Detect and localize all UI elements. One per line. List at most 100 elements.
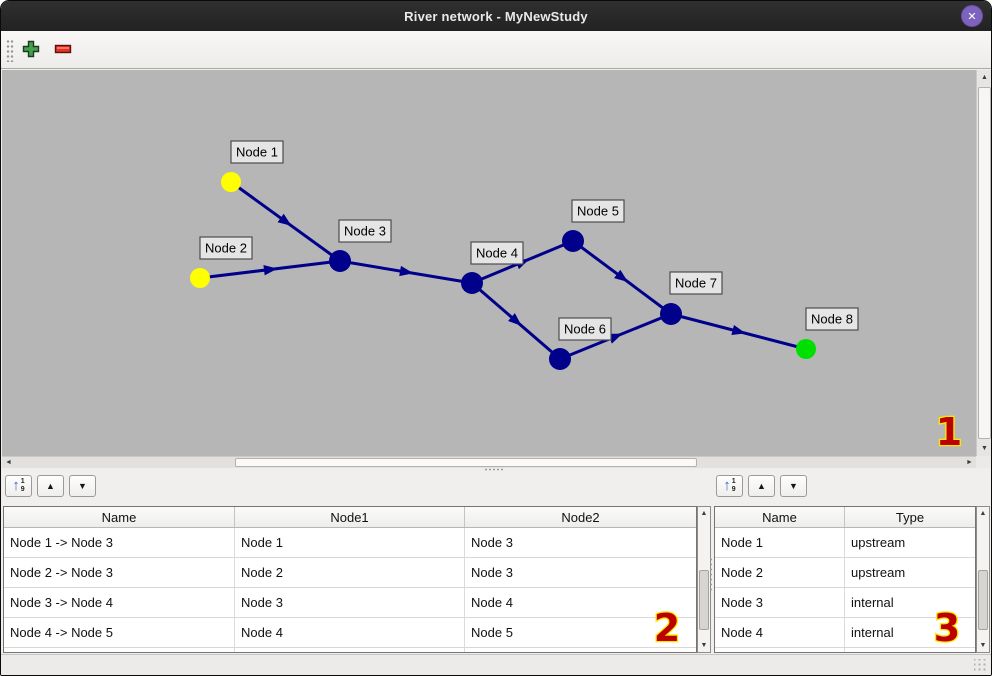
table-cell[interactable]: internal — [851, 595, 894, 610]
node-node-2[interactable] — [190, 268, 210, 288]
scroll-down-button[interactable]: ▼ — [977, 441, 991, 456]
column-header[interactable]: Node1 — [235, 507, 465, 527]
table-row[interactable]: Node 1 upstream — [715, 528, 975, 558]
label-box-node-8[interactable] — [805, 307, 859, 331]
label-text-node-5: Node 5 — [577, 204, 619, 219]
triangle-up-icon: ▲ — [757, 480, 766, 491]
table-cell[interactable]: Node 1 — [235, 528, 465, 557]
edge-node-5-to-node-7-arrow-icon — [614, 269, 629, 282]
node-node-1[interactable] — [221, 172, 241, 192]
table-row[interactable] — [715, 648, 975, 652]
table-cell[interactable]: upstream — [851, 565, 906, 580]
node-node-8[interactable] — [796, 339, 816, 359]
table-cell[interactable]: upstream — [851, 535, 906, 550]
title-bar[interactable]: River network - MyNewStudy ✕ — [1, 1, 991, 31]
scroll-down-button[interactable]: ▼ — [698, 639, 710, 652]
edges-move-down-button[interactable]: ▼ — [69, 475, 96, 497]
vertical-scroll-thumb[interactable] — [978, 87, 991, 439]
edge-node-1-to-node-3-arrow-icon — [277, 213, 292, 226]
table-row[interactable]: Node 3 internal — [715, 588, 975, 618]
column-header[interactable]: Node2 — [561, 509, 600, 525]
column-header[interactable]: Name — [4, 507, 235, 527]
scroll-up-button[interactable]: ▲ — [977, 507, 989, 520]
node-node-6[interactable] — [549, 348, 571, 370]
label-box-node-6[interactable] — [558, 317, 612, 341]
table-cell[interactable] — [845, 648, 975, 652]
table-cell[interactable]: internal — [851, 625, 894, 640]
table-cell[interactable] — [235, 648, 465, 652]
scroll-up-button[interactable]: ▲ — [698, 507, 710, 520]
scroll-right-button[interactable]: ► — [963, 457, 976, 468]
table-cell[interactable]: Node 4 -> Node 5 — [4, 618, 235, 647]
table-cell[interactable]: Node 4 — [471, 595, 513, 610]
label-box-node-5[interactable] — [571, 199, 625, 223]
table-cell[interactable]: Node 1 -> Node 3 — [4, 528, 235, 557]
node-node-7[interactable] — [660, 303, 682, 325]
edges-move-up-button[interactable]: ▲ — [37, 475, 64, 497]
label-text-node-2: Node 2 — [205, 241, 247, 256]
column-header[interactable]: Type — [895, 509, 925, 525]
label-box-node-4[interactable] — [470, 241, 524, 265]
label-box-node-7[interactable] — [669, 271, 723, 295]
table-cell[interactable]: Node 4 — [715, 618, 845, 647]
pane-splitter[interactable] — [1, 468, 991, 471]
scroll-left-button[interactable]: ◄ — [2, 457, 15, 468]
splitter-grip-icon — [484, 468, 504, 471]
close-button[interactable]: ✕ — [961, 5, 983, 27]
scroll-thumb[interactable] — [699, 570, 709, 630]
label-box-node-1[interactable] — [230, 140, 284, 164]
scroll-thumb[interactable] — [978, 570, 988, 630]
resize-grip[interactable] — [974, 659, 987, 672]
label-box-node-2[interactable] — [199, 236, 253, 260]
table-cell[interactable]: Node 3 — [471, 565, 513, 580]
table-cell[interactable] — [4, 648, 235, 652]
table-row[interactable]: Node 4 internal — [715, 618, 975, 648]
toolbar-drag-handle[interactable] — [6, 39, 14, 62]
canvas-horizontal-scrollbar[interactable]: ◄ ► — [2, 456, 976, 468]
node-node-5[interactable] — [562, 230, 584, 252]
plus-icon — [22, 40, 40, 58]
table-cell[interactable]: Node 2 — [235, 558, 465, 587]
node-node-4[interactable] — [461, 272, 483, 294]
canvas-vertical-scrollbar[interactable]: ▲ ▼ — [976, 70, 991, 456]
triangle-down-icon: ▼ — [981, 445, 988, 452]
edge-node-7-to-node-8-arrow-icon — [731, 324, 746, 336]
label-box-node-3[interactable] — [338, 219, 392, 243]
node-node-3[interactable] — [329, 250, 351, 272]
table-cell[interactable]: Node 2 -> Node 3 — [4, 558, 235, 587]
scroll-down-button[interactable]: ▼ — [977, 639, 989, 652]
table-cell[interactable]: Node 3 — [471, 535, 513, 550]
remove-branch-button[interactable] — [49, 35, 77, 63]
nodes-move-down-button[interactable]: ▼ — [780, 475, 807, 497]
add-branch-button[interactable] — [17, 35, 45, 63]
nodes-table-scrollbar[interactable]: ▲ ▼ — [976, 506, 990, 653]
horizontal-scroll-thumb[interactable] — [235, 458, 697, 467]
scroll-up-button[interactable]: ▲ — [977, 70, 991, 85]
label-text-node-4: Node 4 — [476, 246, 518, 261]
table-cell[interactable]: Node 3 -> Node 4 — [4, 588, 235, 617]
table-cell[interactable] — [715, 648, 845, 652]
table-cell[interactable] — [465, 648, 696, 652]
table-cell[interactable]: Node 3 — [235, 588, 465, 617]
table-cell[interactable]: Node 5 — [471, 625, 513, 640]
table-cell[interactable]: Node 4 — [235, 618, 465, 647]
nodes-move-up-button[interactable]: ▲ — [748, 475, 775, 497]
table-cell[interactable]: Node 1 — [715, 528, 845, 557]
column-header[interactable]: Name — [715, 507, 845, 527]
table-row[interactable]: Node 2 upstream — [715, 558, 975, 588]
table-row[interactable] — [4, 648, 696, 652]
table-cell[interactable]: Node 3 — [715, 588, 845, 617]
triangle-up-icon: ▲ — [700, 510, 708, 517]
label-text-node-7: Node 7 — [675, 276, 717, 291]
table-cell[interactable]: Node 2 — [715, 558, 845, 587]
